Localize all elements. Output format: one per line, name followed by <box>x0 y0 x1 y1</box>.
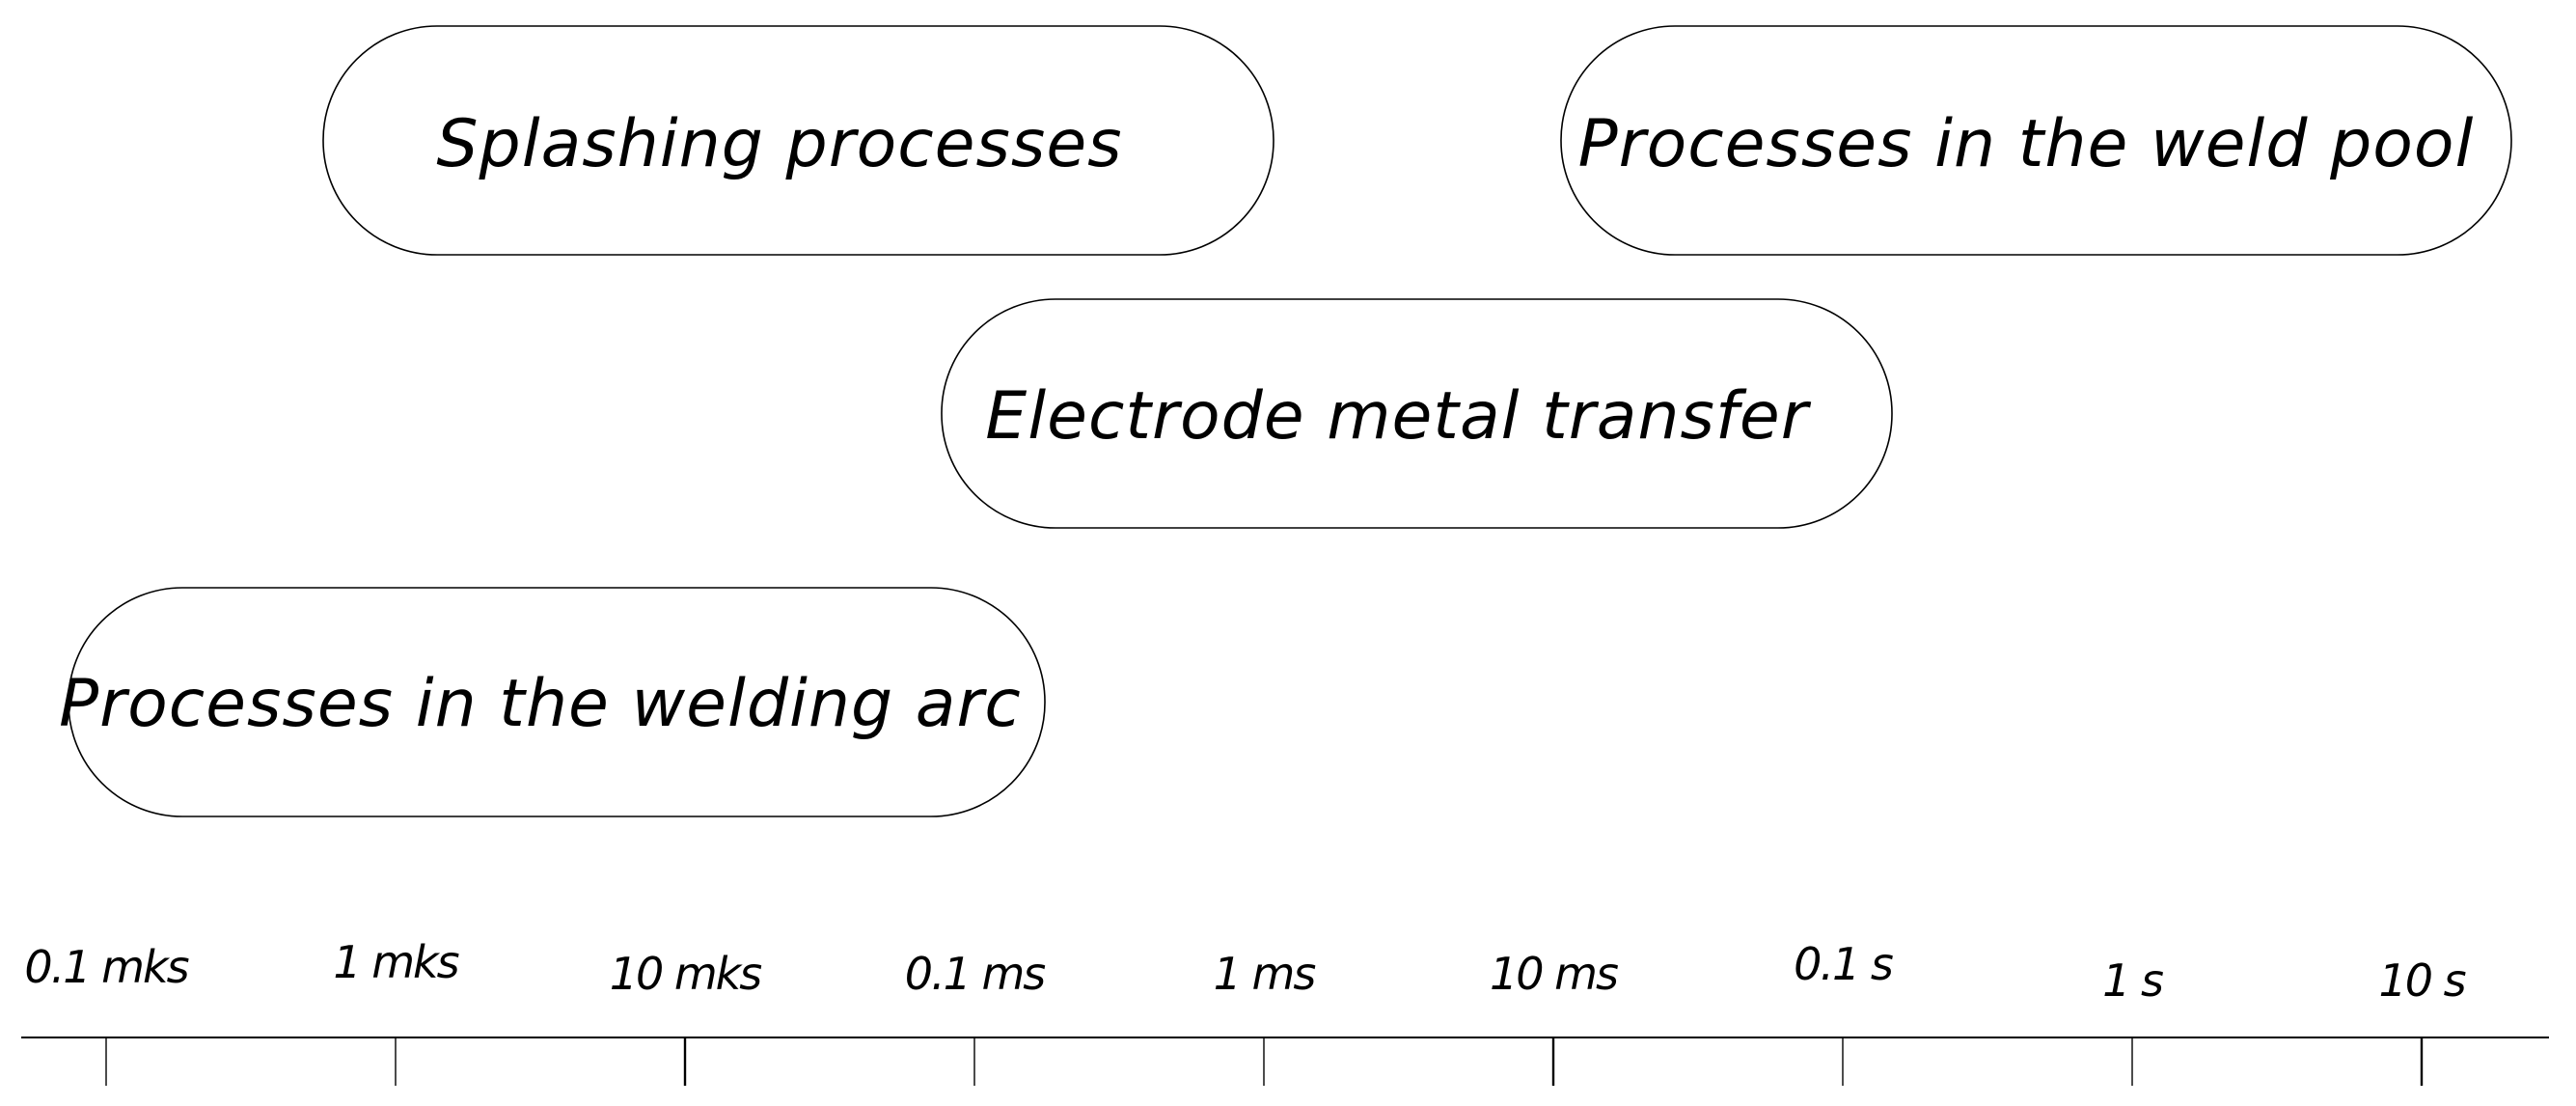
process-pill-weld-pool: Processes in the weld pool <box>1560 25 2512 256</box>
timescale-ticks <box>105 1037 2424 1086</box>
tick-label: 1 ms <box>1214 948 1316 1000</box>
timescale-tick-labels: 0.1 mks 1 mks 10 mks 0.1 ms 1 ms 10 ms 0.1 s 1 … <box>24 936 2467 1007</box>
process-label-arc: Processes in the welding arc <box>59 666 1022 742</box>
process-label-splashing: Splashing processes <box>436 106 1122 182</box>
tick-label: 10 mks <box>610 948 762 1000</box>
tick-label: 10 s <box>2378 954 2465 1007</box>
process-pill-arc: Processes in the welding arc <box>59 587 1046 817</box>
tick-label: 1 s <box>2102 954 2163 1007</box>
process-pill-electrode: Electrode metal transfer <box>941 298 1893 529</box>
tick-label: 0.1 ms <box>905 948 1046 1000</box>
tick-label: 1 mks <box>333 936 458 988</box>
tick-label: 10 ms <box>1490 948 1618 1000</box>
process-label-electrode: Electrode metal transfer <box>985 378 1811 455</box>
process-label-weld-pool: Processes in the weld pool <box>1578 106 2475 182</box>
process-pill-splashing: Splashing processes <box>322 25 1274 256</box>
timescale-axis: 0.1 mks 1 mks 10 mks 0.1 ms 1 ms 10 ms 0.1 s 1 … <box>21 936 2549 1086</box>
tick-label: 0.1 s <box>1794 938 1893 990</box>
tick-label: 0.1 mks <box>24 941 188 993</box>
